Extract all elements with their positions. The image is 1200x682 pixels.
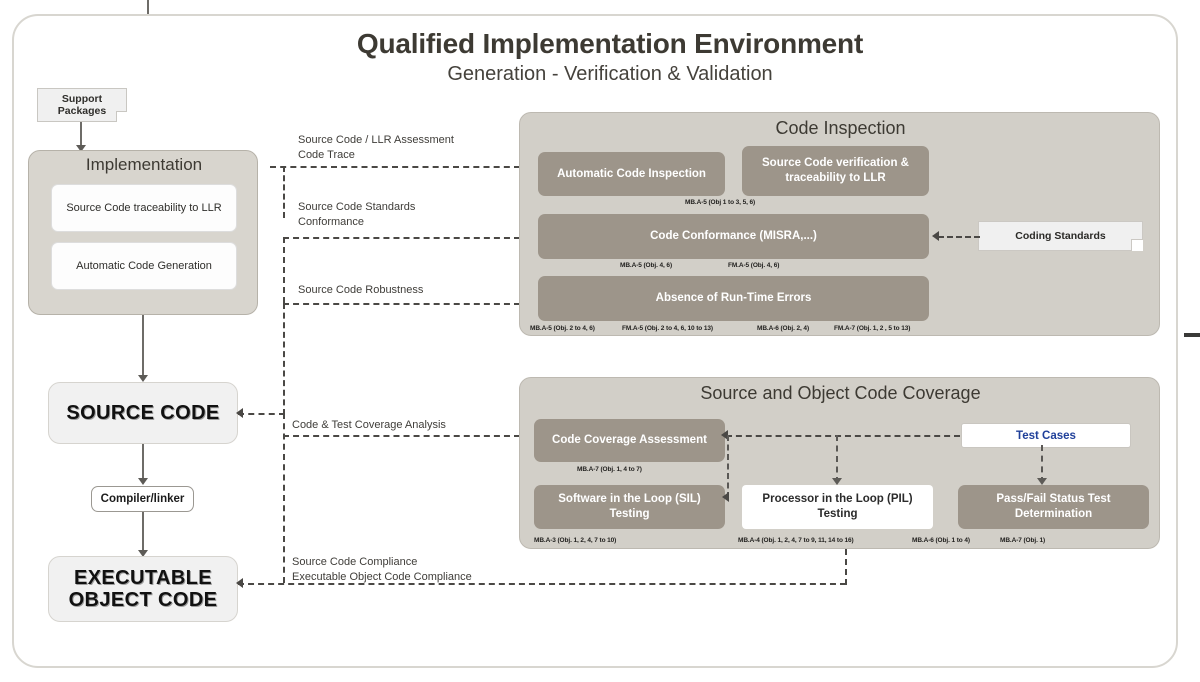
pass-fail-status-box[interactable]: Pass/Fail Status Test Determination	[958, 485, 1149, 529]
implementation-title: Implementation	[85, 155, 203, 174]
connector-label-1-line2: Conformance	[298, 215, 365, 228]
connector-label-4-line1: Source Code Compliance	[292, 556, 418, 568]
implementation-panel: Implementation Source Code traceability …	[28, 150, 258, 315]
support-to-implementation-arrowhead	[76, 145, 86, 152]
pil-testing-box[interactable]: Processor in the Loop (PIL) Testing	[742, 485, 933, 529]
testcases-to-coverage-arrowhead	[721, 430, 728, 440]
implementation-item-0[interactable]: Source Code traceability to LLR	[51, 184, 237, 232]
code-conformance-box[interactable]: Code Conformance (MISRA,...)	[538, 214, 929, 259]
connector-path-0-drop	[283, 166, 285, 218]
page-subtitle: Generation - Verification & Validation	[447, 63, 773, 85]
coverage-branch-sil-arrowhead	[722, 492, 729, 502]
absence-of-runtime-errors-box[interactable]: Absence of Run-Time Errors	[538, 276, 929, 321]
connector-label-0-line2: Code Trace	[298, 148, 355, 161]
coverage-caption-1: MB.A-4 (Obj. 1, 2, 4, 7 to 9, 11, 14 to …	[738, 537, 854, 544]
code-inspection-caption-row3-2: MB.A-6 (Obj. 2, 4)	[757, 325, 810, 332]
offscreen-connector-stub	[1184, 333, 1200, 337]
coverage-branch-pil	[836, 435, 838, 483]
coverage-title: Source and Object Code Coverage	[700, 383, 981, 403]
connector-label-1-line1: Source Code Standards	[298, 201, 416, 213]
connector-path-source-code-arrowhead	[236, 408, 243, 418]
compiler-to-executable-line	[142, 512, 144, 554]
code-inspection-caption-row1-0: MB.A-5 (Obj 1 to 3, 5, 6)	[685, 199, 756, 206]
code-inspection-caption-row3-3: FM.A-7 (Obj. 1, 2 , 5 to 13)	[834, 325, 911, 332]
coding-standards-connector	[938, 236, 980, 238]
connector-label-4-line2: Executable Object Code Compliance	[292, 570, 472, 583]
implementation-to-source-line	[142, 315, 144, 378]
coding-standards-box[interactable]: Coding Standards	[978, 221, 1143, 251]
source-code-verification-box[interactable]: Source Code verification & traceability …	[742, 146, 929, 196]
coding-standards-arrowhead	[932, 231, 939, 241]
connector-path-2	[283, 303, 520, 305]
coverage-branch-sil	[727, 435, 729, 498]
connector-path-1	[283, 237, 520, 239]
connector-path-4-riser	[845, 549, 847, 585]
source-to-compiler-line	[142, 444, 144, 482]
implementation-to-source-arrowhead	[138, 375, 148, 382]
code-inspection-caption-row3-0: MB.A-5 (Obj. 2 to 4, 6)	[530, 325, 595, 332]
sil-testing-box[interactable]: Software in the Loop (SIL) Testing	[534, 485, 725, 529]
automatic-code-inspection-box[interactable]: Automatic Code Inspection	[538, 152, 725, 196]
connector-label-0-line1: Source Code / LLR Assessment	[298, 134, 454, 146]
connector-path-4-arrowhead	[236, 578, 243, 588]
testcases-to-coverage-line	[726, 435, 960, 437]
coverage-branch-passfail	[1041, 445, 1043, 483]
connector-label-3: Code & Test Coverage Analysis	[292, 418, 446, 433]
connector-path-source-code	[238, 413, 285, 415]
source-code-block[interactable]: SOURCE CODE	[48, 382, 238, 444]
coverage-caption-3: MB.A-7 (Obj. 1)	[1000, 537, 1046, 544]
code-inspection-caption-row2-1: FM.A-5 (Obj. 4, 6)	[728, 262, 780, 269]
page-title: Qualified Implementation Environment	[356, 28, 864, 59]
compiler-linker-box[interactable]: Compiler/linker	[91, 486, 194, 512]
executable-object-code-block[interactable]: EXECUTABLE OBJECT CODE	[48, 556, 238, 622]
connector-path-4	[238, 583, 846, 585]
connector-label-4: Source Code Compliance Executable Object…	[292, 555, 472, 585]
connector-label-2: Source Code Robustness	[298, 283, 423, 298]
code-coverage-caption: MB.A-7 (Obj. 1, 4 to 7)	[577, 466, 642, 473]
connector-path-1-drop	[283, 237, 285, 303]
compiler-to-executable-arrowhead	[138, 550, 148, 557]
coverage-branch-pil-arrowhead	[832, 478, 842, 485]
source-to-compiler-arrowhead	[138, 478, 148, 485]
connector-label-2-line1: Source Code Robustness	[298, 284, 424, 296]
connector-label-3-line1: Code & Test Coverage Analysis	[292, 419, 446, 431]
connector-spine-upper	[283, 303, 285, 415]
implementation-item-1[interactable]: Automatic Code Generation	[51, 242, 237, 290]
code-inspection-caption-row2-0: MB.A-5 (Obj. 4, 6)	[620, 262, 673, 269]
connector-path-3	[283, 435, 520, 437]
connector-label-1: Source Code Standards Conformance	[298, 200, 415, 230]
test-cases-box[interactable]: Test Cases	[961, 423, 1131, 448]
code-coverage-assessment-box[interactable]: Code Coverage Assessment	[534, 419, 725, 462]
coverage-panel: Source and Object Code Coverage Code Cov…	[519, 377, 1160, 549]
connector-label-0: Source Code / LLR Assessment Code Trace	[298, 133, 454, 163]
code-inspection-caption-row3-1: FM.A-5 (Obj. 2 to 4, 6, 10 to 13)	[622, 325, 713, 332]
connector-path-0	[270, 166, 520, 168]
connector-spine-lower	[283, 413, 285, 583]
coverage-caption-0: MB.A-3 (Obj. 1, 2, 4, 7 to 10)	[534, 537, 617, 544]
coverage-branch-passfail-arrowhead	[1037, 478, 1047, 485]
code-inspection-title: Code Inspection	[775, 118, 906, 138]
support-to-implementation-line	[80, 122, 82, 148]
coverage-caption-2: MB.A-6 (Obj. 1 to 4)	[912, 537, 970, 544]
